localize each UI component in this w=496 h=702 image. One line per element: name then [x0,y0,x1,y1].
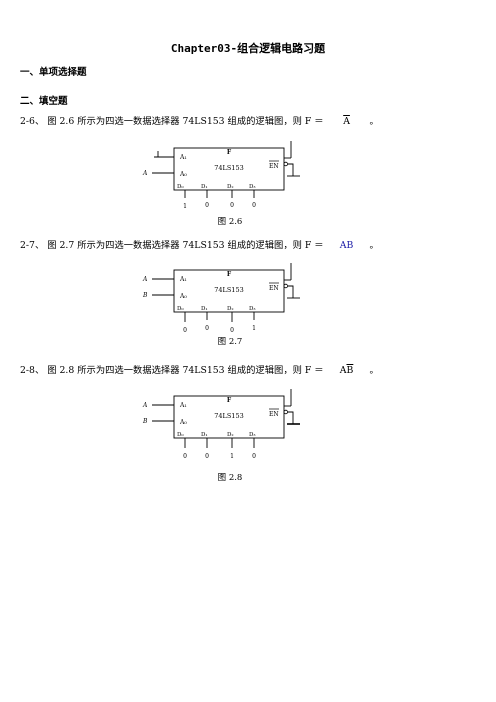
answer-blank: AB [327,365,367,376]
section-single-choice: 一、单项选择题 [20,67,87,78]
a1-input: A [142,276,148,283]
question-number: 2-6、 [20,116,45,127]
figure-2-6: F A₁ A₀ 74LS153 EN A D₀ D₁ D₂ D₃ 1 0 0 0… [142,141,300,227]
output-label: F [227,271,232,278]
question-text: 图 2.7 所示为四选一数据选择器 74LS153 组成的逻辑图，则 F ＝ [47,240,324,251]
enable-label: EN [269,285,279,292]
d3-value: 0 [252,202,256,209]
d1-value: 0 [205,453,209,460]
answer-b-bar: B [346,365,354,376]
d1-label: D₁ [201,432,208,438]
sel-a1-label: A₁ [179,154,187,161]
enable-label: EN [269,163,279,170]
chip-box [173,147,285,191]
figure-2-8: F A₁ A₀ 74LS153 EN A B D₀ D₁ D₂ D₃ 0 0 1… [142,389,300,483]
sel-a0-label: A₀ [179,293,187,300]
d3-value: 0 [252,453,256,460]
d3-label: D₃ [249,306,256,312]
answer-blank: AB [327,240,367,251]
answer-a: A [339,365,347,376]
enable-label: EN [269,411,279,418]
sel-a0-label: A₀ [179,419,187,426]
d0-label: D₀ [177,306,184,312]
sel-a1-label: A₁ [179,276,187,283]
d0-value: 0 [183,327,187,334]
section-fill-blank: 二、填空题 [20,96,68,107]
enable-bubble [283,161,288,167]
d0-value: 1 [183,203,187,210]
d2-value: 1 [230,453,234,460]
d2-value: 0 [230,202,234,209]
figure-caption: 图 2.7 [218,337,243,347]
chip-name: 74LS153 [214,412,243,420]
a0-input: A [142,170,148,177]
d1-value: 0 [205,202,209,209]
question-end: 。 [369,240,379,251]
figure-2-7: F A₁ A₀ 74LS153 EN A B D₀ D₁ D₂ D₃ 0 0 0… [142,263,300,347]
d2-label: D₂ [227,184,234,190]
sel-a0-label: A₀ [179,171,187,178]
figure-caption: 图 2.6 [218,217,243,227]
answer-ab: AB [339,240,354,251]
figure-caption: 图 2.8 [218,473,243,483]
d3-label: D₃ [249,184,256,190]
a0-input: B [142,418,148,425]
page-title: Chapter03-组合逻辑电路习题 [170,42,326,55]
question-2-6: 2-6、 图 2.6 所示为四选一数据选择器 74LS153 组成的逻辑图，则 … [20,113,379,127]
d0-label: D₀ [177,184,184,190]
d2-label: D₂ [227,306,234,312]
question-number: 2-7、 [20,240,45,251]
d2-label: D₂ [227,432,234,438]
d2-value: 0 [230,327,234,334]
a0-input: B [142,292,148,299]
question-number: 2-8、 [20,365,45,376]
question-text: 图 2.8 所示为四选一数据选择器 74LS153 组成的逻辑图，则 F ＝ [47,365,324,376]
d3-value: 1 [252,325,256,332]
sel-a1-label: A₁ [179,402,187,409]
d1-label: D₁ [201,184,208,190]
answer-blank: A [327,116,367,127]
question-end: 。 [369,116,379,127]
chip-name: 74LS153 [214,286,243,294]
question-2-8: 2-8、 图 2.8 所示为四选一数据选择器 74LS153 组成的逻辑图，则 … [20,362,379,376]
output-label: F [227,397,232,404]
question-2-7: 2-7、 图 2.7 所示为四选一数据选择器 74LS153 组成的逻辑图，则 … [20,237,379,251]
answer-a-bar: A [343,116,350,127]
d1-label: D₁ [201,306,208,312]
question-end: 。 [369,365,379,376]
d0-label: D₀ [177,432,184,438]
a1-input: A [142,402,148,409]
d0-value: 0 [183,453,187,460]
chip-name: 74LS153 [214,164,243,172]
question-text: 图 2.6 所示为四选一数据选择器 74LS153 组成的逻辑图，则 F ＝ [47,116,324,127]
output-label: F [227,149,232,156]
d3-label: D₃ [249,432,256,438]
d1-value: 0 [205,325,209,332]
